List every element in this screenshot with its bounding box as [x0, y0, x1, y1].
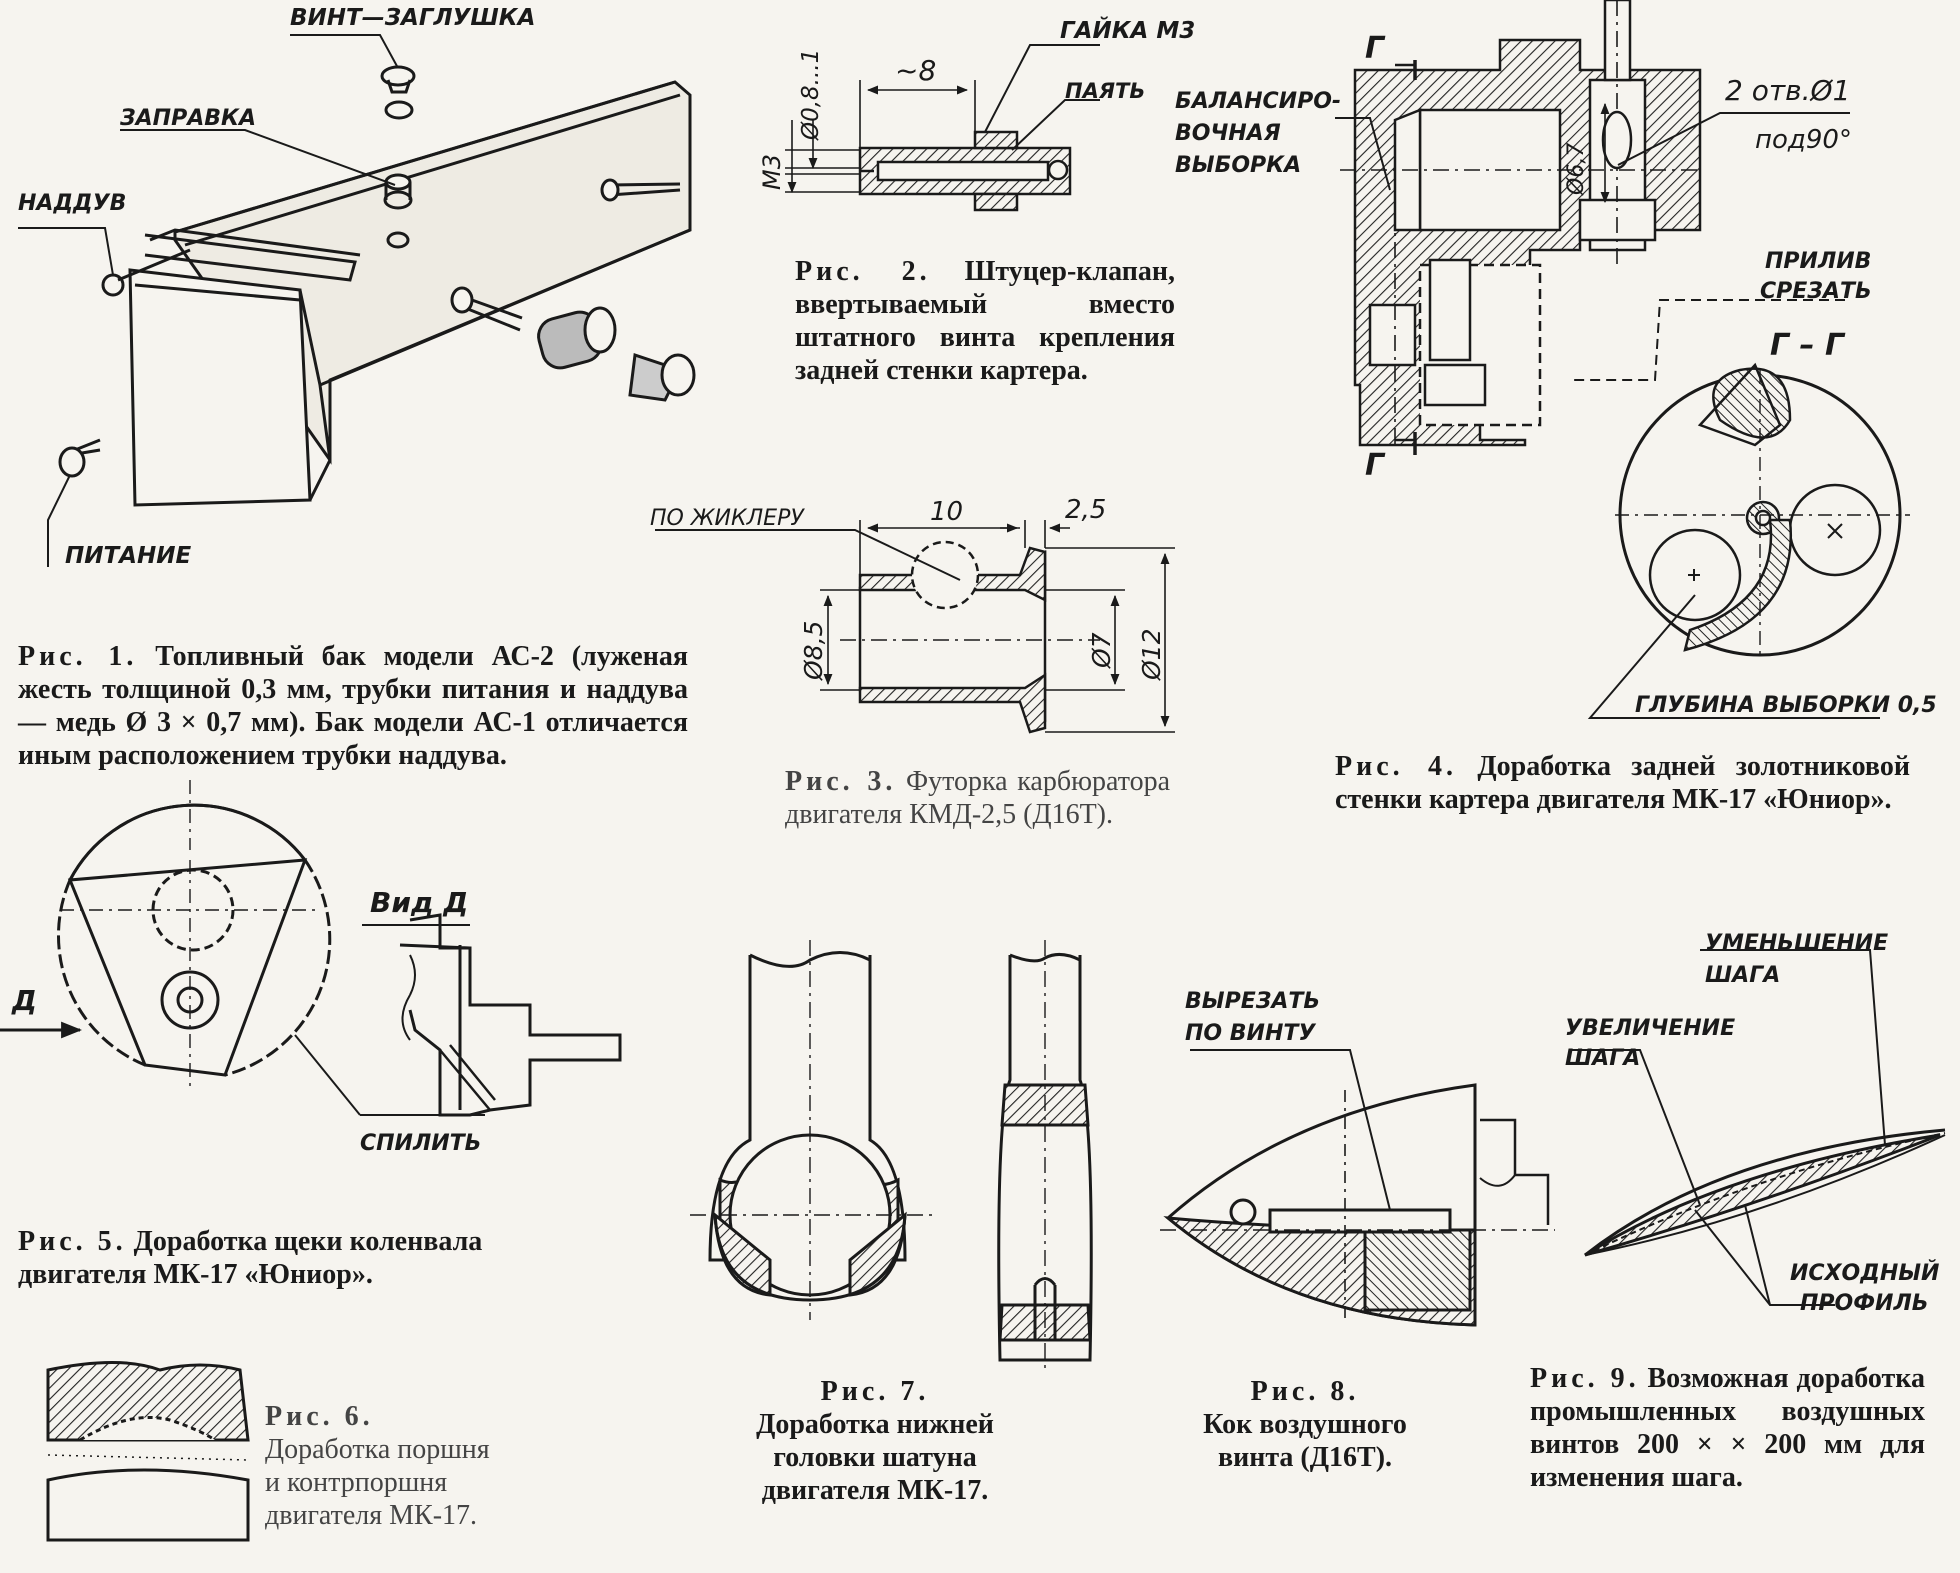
fig7-caption: Рис. 7. Доработка нижней головки шатуна …	[720, 1375, 1030, 1507]
fig2-labels: ГАЙКА М3 ПАЯТЬ ~8 Ø0,8...1 М3	[758, 16, 1195, 190]
label-balans-3: ВЫБОРКА	[1175, 153, 1301, 178]
label-at-90: под90°	[1755, 125, 1852, 155]
dim-10: 10	[930, 497, 963, 527]
fig1-caption-text: Топливный бак модели АС-2 (луженая жесть…	[18, 641, 688, 772]
label-balans-2: ВОЧНАЯ	[1175, 121, 1281, 146]
dim-diameter-hole: Ø0,8...1	[798, 49, 824, 141]
fig5-labels: Вид Д Д СПИЛИТЬ	[11, 886, 481, 1156]
fig2-caption: Рис. 2. Штуцер-клапан, ввертываемый вмес…	[795, 255, 1175, 387]
fig4-caption-number: Рис. 4.	[1335, 751, 1458, 782]
label-umen-2: ШАГА	[1705, 963, 1780, 988]
dim-length-8: ~8	[895, 54, 936, 87]
fig7-connecting-rod-drawing	[690, 940, 1093, 1370]
section-title-g-g: Г – Г	[1770, 328, 1846, 363]
dim-dia-12: Ø12	[1137, 629, 1166, 682]
fig9-caption: Рис. 9. Возможная доработка промышленных…	[1530, 1362, 1925, 1494]
label-vint-zaglushka: ВИНТ—ЗАГЛУШКА	[290, 5, 535, 31]
fig8-spinner-drawing	[1160, 1049, 1555, 1327]
dim-2-5: 2,5	[1065, 495, 1106, 525]
fig6-caption-line-1: Доработка поршня	[265, 1434, 490, 1466]
label-srezat: СРЕЗАТЬ	[1760, 279, 1872, 304]
label-uvel-2: ШАГА	[1565, 1046, 1640, 1071]
fig9-caption-number: Рис. 9.	[1530, 1363, 1640, 1394]
fig2-caption-number: Рис. 2.	[795, 256, 931, 287]
fig1-fuel-tank-drawing	[18, 34, 696, 567]
label-2-holes: 2 отв.Ø1	[1725, 74, 1850, 107]
label-gaika-m3: ГАЙКА М3	[1060, 16, 1195, 44]
fig1-caption-number: Рис. 1.	[18, 641, 138, 672]
section-mark-bottom: Г	[1365, 448, 1386, 483]
dim-dia-8-5: Ø8,5	[799, 621, 828, 681]
label-po-zhikleru: ПО ЖИКЛЕРУ	[650, 506, 805, 531]
label-ishod-1: ИСХОДНЫЙ	[1790, 1260, 1939, 1286]
fig3-carburettor-insert-drawing	[655, 520, 1175, 734]
label-payat: ПАЯТЬ	[1065, 79, 1145, 103]
fig8-caption-text: Кок воздушного винта (Д16Т).	[1203, 1409, 1407, 1474]
dim-dia-7: Ø7	[1087, 632, 1116, 669]
label-vyrezat: ВЫРЕЗАТЬ	[1185, 989, 1320, 1014]
fig4-rear-wall-drawing	[1335, 0, 1910, 719]
fig8-labels: ВЫРЕЗАТЬ ПО ВИНТУ	[1185, 989, 1320, 1046]
fig6-caption: Рис. 6. Доработка поршня и контрпоршня д…	[265, 1400, 565, 1532]
label-vid-d: Вид Д	[370, 886, 468, 919]
label-arrow-d: Д	[11, 984, 37, 1017]
label-priliv: ПРИЛИВ	[1765, 249, 1871, 274]
fig9-caption-text: Возможная доработка промышленных воздушн…	[1530, 1363, 1925, 1494]
dim-dia-6-7: Ø6,7	[1564, 143, 1589, 196]
fig3-caption-text: Футорка карбюратора двигателя КМД-2,5 (Д…	[785, 766, 1171, 831]
fig6-caption-number: Рис. 6.	[265, 1401, 374, 1432]
label-umen-1: УМЕНЬШЕНИЕ	[1705, 931, 1888, 956]
label-zapravka: ЗАПРАВКА	[119, 106, 256, 131]
fig2-caption-text: Штуцер-клапан, ввертываемый вместо штатн…	[795, 256, 1175, 387]
fig8-caption: Рис. 8. Кок воздушного винта (Д16Т).	[1175, 1375, 1435, 1474]
fig3-caption-number: Рис. 3.	[785, 766, 897, 797]
label-ishod-2: ПРОФИЛЬ	[1800, 1291, 1929, 1316]
fig7-caption-text: Доработка нижней головки шатуна двигател…	[756, 1409, 994, 1507]
fig5-caption-text: Доработка щеки коленвала двигателя МК-17…	[18, 1226, 483, 1291]
fig1-labels: ВИНТ—ЗАГЛУШКА ЗАПРАВКА НАДДУВ ПИТАНИЕ	[18, 5, 535, 569]
fig1-caption: Рис. 1. Топливный бак модели АС-2 (лужен…	[18, 640, 688, 772]
dim-thread-m3: М3	[758, 154, 786, 190]
fig9-propeller-profile-drawing	[1570, 949, 1946, 1306]
label-pitanie: ПИТАНИЕ	[65, 543, 191, 569]
fig4-labels: Г Г БАЛАНСИРО- ВОЧНАЯ ВЫБОРКА 2 отв.Ø1 п…	[1175, 31, 1937, 718]
section-mark-top: Г	[1365, 31, 1386, 66]
fig9-labels: УМЕНЬШЕНИЕ ШАГА УВЕЛИЧЕНИЕ ШАГА ИСХОДНЫЙ…	[1565, 931, 1939, 1316]
fig5-caption: Рис. 5. Доработка щеки коленвала двигате…	[18, 1225, 598, 1291]
label-balans-1: БАЛАНСИРО-	[1175, 89, 1341, 114]
fig3-caption: Рис. 3. Футорка карбюратора двигателя КМ…	[785, 765, 1170, 831]
fig5-caption-number: Рис. 5.	[18, 1226, 127, 1257]
fig6-caption-line-2: и контрпоршня	[265, 1467, 448, 1499]
fig6-caption-line-3: двигателя МК-17.	[265, 1500, 478, 1532]
fig4-caption: Рис. 4. Доработка задней золотниковой ст…	[1335, 750, 1910, 816]
label-uvel-1: УВЕЛИЧЕНИЕ	[1565, 1016, 1735, 1041]
fig2-fitting-valve-drawing	[785, 44, 1100, 212]
fig4-caption-text: Доработка задней золотниковой стенки кар…	[1335, 751, 1910, 816]
fig8-caption-number: Рис. 8.	[1250, 1376, 1360, 1407]
fig6-piston-drawing	[46, 1361, 250, 1542]
label-nadduv: НАДДУВ	[18, 191, 126, 216]
fig3-labels: ПО ЖИКЛЕРУ 10 2,5 Ø8,5 Ø7 Ø12	[650, 495, 1166, 681]
label-po-vintu: ПО ВИНТУ	[1185, 1021, 1316, 1046]
fig7-caption-number: Рис. 7.	[820, 1376, 930, 1407]
fig5-crank-web-drawing	[0, 780, 622, 1117]
label-glubina: ГЛУБИНА ВЫБОРКИ 0,5	[1635, 693, 1937, 718]
label-spilit: СПИЛИТЬ	[360, 1131, 481, 1156]
